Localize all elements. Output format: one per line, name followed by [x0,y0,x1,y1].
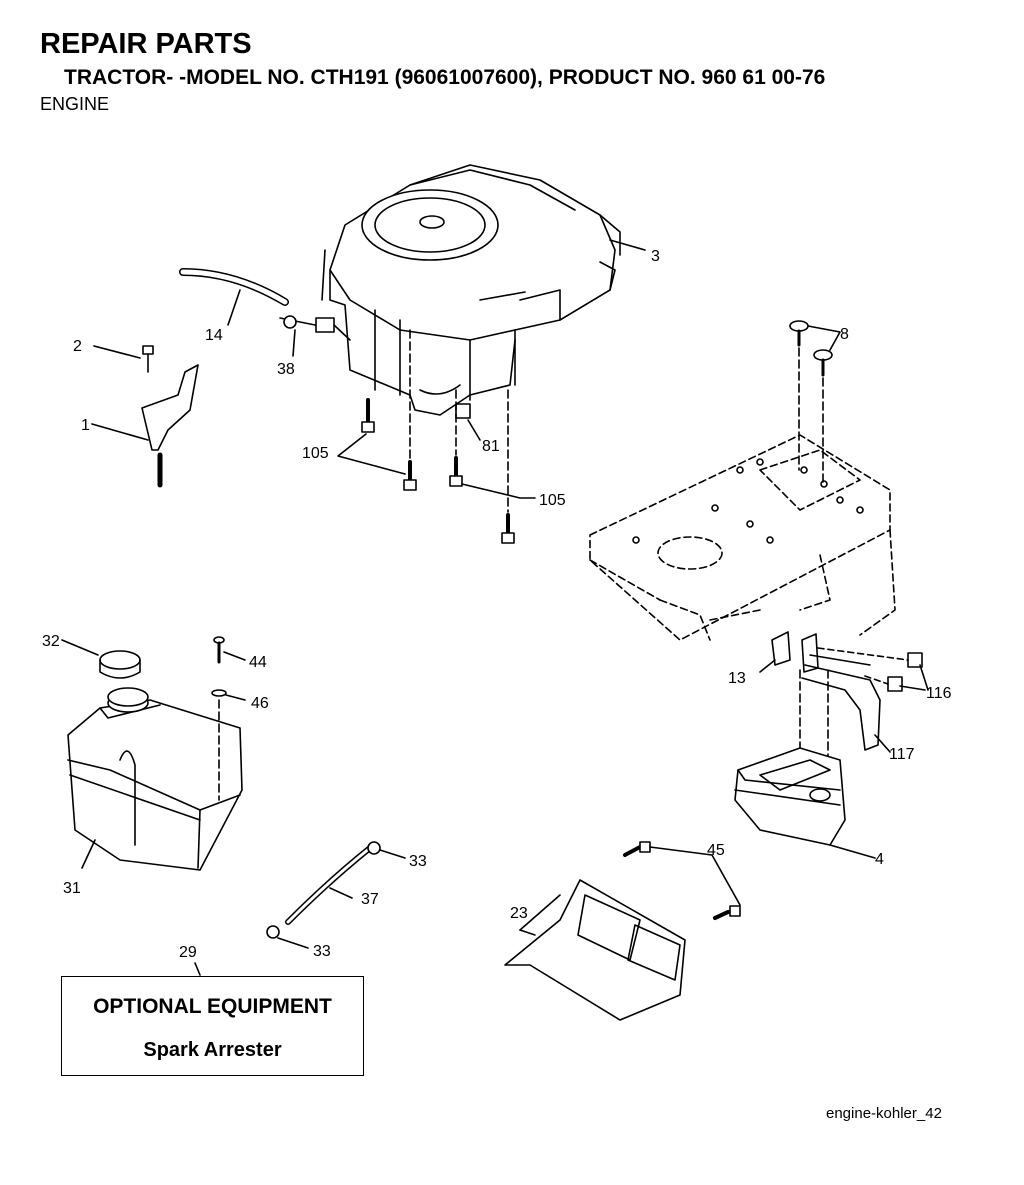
callout-29: 29 [179,944,197,961]
callout-46: 46 [251,695,269,712]
callout-1: 1 [81,417,90,434]
fuel-hose-drawing [179,268,351,357]
callout-23: 23 [510,905,528,922]
callout-3: 3 [651,248,660,265]
callout-44: 44 [249,654,267,671]
callout-8: 8 [840,326,849,343]
fuel-line-drawing [266,841,406,949]
muffler-drawing [734,747,876,859]
callout-38: 38 [277,361,295,378]
exhaust-pipe-drawing [759,631,929,771]
callout-33-lower: 33 [313,943,331,960]
callout-14: 14 [205,327,223,344]
callout-4: 4 [875,851,884,868]
throttle-bracket-drawing [91,345,199,488]
frame-drawing [589,434,896,641]
frame-holes [632,458,864,544]
callout-105-right: 105 [539,492,566,509]
callout-labels: 3 14 38 2 1 105 81 105 8 13 116 117 4 45… [42,248,952,961]
model-subtitle: TRACTOR- -MODEL NO. CTH191 (96061007600)… [64,66,826,89]
section-title: ENGINE [40,94,110,114]
callout-32: 32 [42,633,60,650]
callout-31: 31 [63,880,81,897]
callout-13: 13 [728,670,746,687]
callout-33-upper: 33 [409,853,427,870]
engine-drawing [321,164,646,416]
callout-117: 117 [889,746,915,763]
page-title: REPAIR PARTS [40,28,252,60]
spark-arrester-label: Spark Arrester [143,1039,282,1061]
optional-equipment-title: OPTIONAL EQUIPMENT [93,995,332,1018]
engine-bolts-drawing [337,329,536,544]
callout-2: 2 [73,338,82,355]
fuel-tank-drawing [61,636,246,871]
callout-81: 81 [482,438,500,455]
callout-37: 37 [361,891,379,908]
screws-8-drawing [789,320,841,485]
callout-116: 116 [926,685,952,702]
heat-shield-drawing [504,841,741,1021]
figure-id: engine-kohler_42 [826,1105,942,1122]
callout-105-left: 105 [302,445,329,462]
optional-equipment-box: OPTIONAL EQUIPMENT Spark Arrester [61,976,364,1076]
callout-45: 45 [707,842,725,859]
